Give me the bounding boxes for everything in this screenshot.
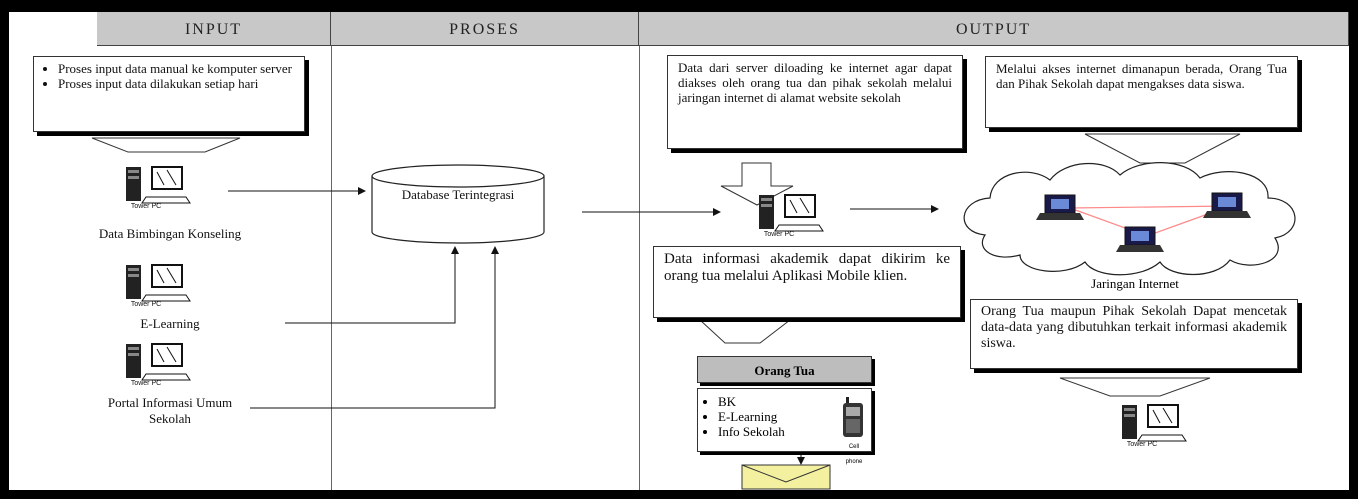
laptop-icon [1036, 194, 1084, 220]
pc-caption: Tower PC [763, 231, 795, 238]
pc-caption: Tower PC [1126, 441, 1158, 448]
tower-pc-icon: Tower PC [124, 263, 192, 313]
pc-caption: Tower PC [130, 203, 162, 210]
orang-tua-list: BK E-Learning Info Sekolah Cell phone [697, 388, 872, 465]
envelope-icon [741, 464, 831, 490]
tower-pc-icon: Tower PC [1120, 403, 1188, 453]
access-note-box: Melalui akses internet dimanapun berada,… [985, 56, 1298, 128]
tower-pc-icon: Tower PC [124, 342, 192, 392]
database-label: Database Terintegrasi [401, 187, 515, 202]
block-arrow-input [91, 137, 241, 153]
laptop-icon [1116, 226, 1164, 252]
source-label: Data Bimbingan Konseling [98, 226, 242, 241]
block-arrow-server [720, 162, 794, 206]
block-arrow-mobile [698, 319, 792, 344]
mobile-note-box: Data informasi akademik dapat dikirim ke… [653, 246, 961, 318]
pc-caption: Tower PC [130, 301, 162, 308]
cell-phone-icon: Cell phone [841, 397, 867, 465]
cloud-icon [963, 162, 1296, 276]
tower-pc-icon: Tower PC [757, 193, 825, 243]
laptop-icon [1203, 192, 1251, 218]
server-note-box: Data dari server diloading ke internet a… [667, 55, 963, 149]
header-proses: PROSES [331, 12, 639, 46]
source-label: Portal Informasi Umum Sekolah [107, 395, 233, 426]
header-output: OUTPUT [639, 12, 1349, 46]
input-bullet: Proses input data dilakukan setiap hari [58, 76, 294, 91]
phone-caption: Cell phone [845, 444, 863, 465]
database-cylinder-icon [371, 164, 545, 244]
orang-tua-item: E-Learning [718, 409, 871, 424]
divider-input-proses [331, 46, 332, 490]
pc-caption: Tower PC [130, 380, 162, 387]
tower-pc-icon: Tower PC [124, 165, 192, 215]
orang-tua-item: Info Sekolah [718, 424, 871, 439]
arrow-portal-to-db [250, 246, 499, 409]
divider-proses-output [639, 46, 640, 490]
block-arrow-access [1084, 133, 1241, 164]
arrow-elearning-to-db [285, 246, 459, 324]
source-label: E-Learning [140, 316, 200, 331]
input-description-box: Proses input data manual ke komputer ser… [33, 56, 305, 132]
internet-label: Jaringan Internet [1091, 276, 1179, 291]
block-arrow-print [1059, 377, 1211, 397]
orang-tua-title: Orang Tua [697, 356, 872, 383]
orang-tua-item: BK [718, 394, 871, 409]
header-input: INPUT [97, 12, 331, 46]
input-bullet: Proses input data manual ke komputer ser… [58, 61, 294, 76]
print-note-box: Orang Tua maupun Pihak Sekolah Dapat men… [970, 299, 1298, 369]
